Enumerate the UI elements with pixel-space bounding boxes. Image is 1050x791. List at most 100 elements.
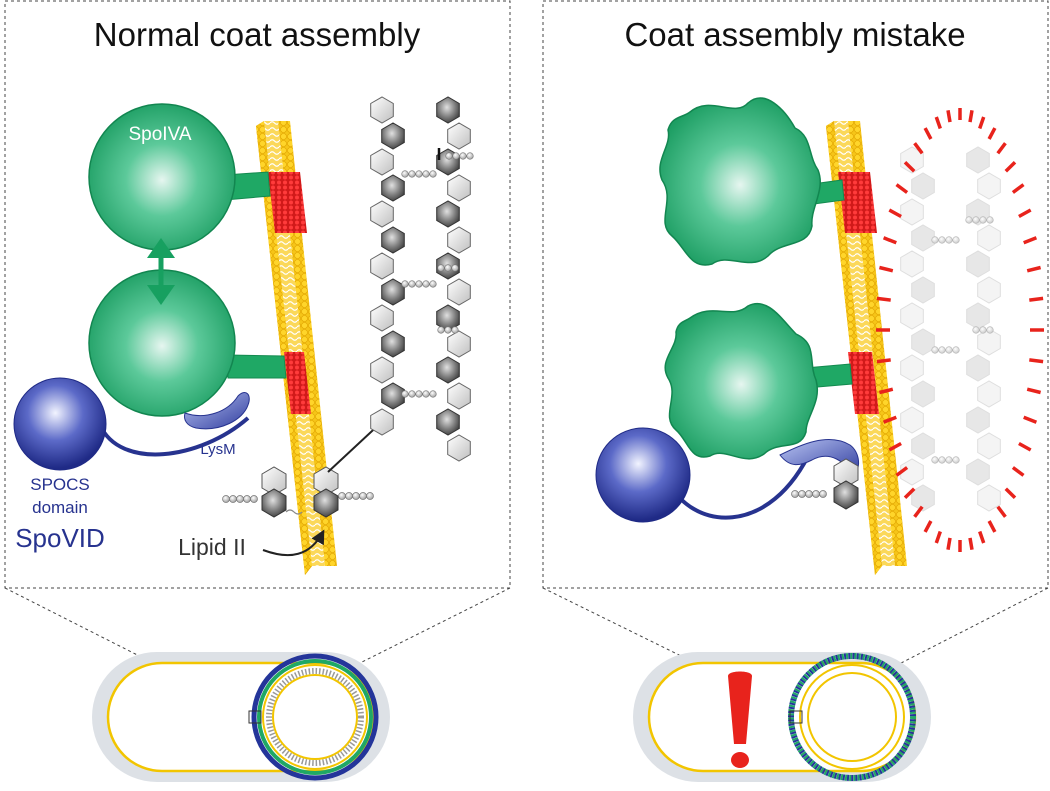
anchor-patch [268,172,307,233]
peptide-bead [415,170,423,178]
glycan-unit [966,146,990,174]
glycan-unit [447,174,471,202]
peptide-bead [952,236,960,244]
glycan-unit [900,458,924,486]
error-mark [934,530,942,544]
peptide-bead [979,326,987,334]
error-mark [882,236,897,245]
glycan-unit [370,96,394,124]
peptide-bead [422,280,430,288]
glycan-unit [436,200,460,228]
peptidoglycan-faded [900,146,1001,512]
glycan-unit [447,434,471,462]
glycan-unit [447,278,471,306]
error-mark [996,142,1007,155]
peptide-bead [986,326,994,334]
glycan-unit [966,458,990,486]
glycan-unit [911,484,935,512]
membrane-left [256,121,337,575]
glycan-unit [977,380,1001,408]
spocs-label-2: domain [32,498,88,517]
peptide-bead [965,216,973,224]
error-mark [1023,236,1038,245]
error-mark [934,116,942,130]
error-mark [888,441,902,452]
error-mark [1004,487,1017,500]
glycan-unit [977,276,1001,304]
panel-title-right: Coat assembly mistake [624,16,965,53]
error-mark [978,530,986,544]
glycan-unit [381,226,405,254]
error-mark [1029,358,1044,364]
error-mark [878,387,894,395]
error-mark [1029,296,1044,302]
glycan-unit [911,328,935,356]
peptide-bead [408,280,416,288]
peptide-bead [931,456,939,464]
glycan-unit [911,432,935,460]
error-mark [882,415,897,424]
spocs-label-1: SPOCS [30,475,90,494]
peptide-bead [408,170,416,178]
glycan-unit [977,484,1001,512]
peptide-bead [979,216,987,224]
glycan-unit [977,224,1001,252]
peptide-bead [931,346,939,354]
error-mark [876,296,891,302]
glycan-unit [900,302,924,330]
glycan-unit [447,122,471,150]
lipid-ii-right [791,458,859,510]
spovid-sphere [13,377,107,471]
error-mark [987,520,997,533]
error-mark [888,208,902,219]
peptide-bead [952,346,960,354]
error-mark [903,160,916,173]
glycan-unit [977,432,1001,460]
error-mark [1004,160,1017,173]
peptide-bead [931,236,939,244]
glycan-unit [370,200,394,228]
peptide-bead [445,152,453,160]
error-mark [913,142,924,155]
peptide-bead [422,390,430,398]
zoom-box [248,710,262,724]
glycan-unit [370,356,394,384]
glycan-unit [977,328,1001,356]
glycan-unit [381,382,405,410]
glycan-unit [381,330,405,358]
exclamation-icon [728,671,752,768]
peptide-bead [938,456,946,464]
peptide-bead [945,456,953,464]
peptide-bead [429,170,437,178]
curved-arrow-icon [262,529,325,557]
spoiva-misfolded-bottom [664,303,819,460]
panel-frame-left [4,0,511,589]
peptide-bead [945,346,953,354]
glycan-unit [447,382,471,410]
glycan-unit [370,408,394,436]
glycan-unit [370,304,394,332]
error-mark [1026,387,1042,395]
spoiva-misfolded-top [659,97,821,266]
error-mark [923,520,933,533]
peptide-bead [408,390,416,398]
error-mark [1026,265,1042,273]
error-mark [1018,441,1032,452]
glycan-unit [900,406,924,434]
peptide-bead [444,326,452,334]
glycan-unit [381,174,405,202]
cell-mistake [633,652,931,782]
glycan-unit [966,302,990,330]
peptide-bead [938,346,946,354]
peptide-bead [437,264,445,272]
peptide-bead [415,280,423,288]
glycan-unit [911,380,935,408]
peptide-bead [429,390,437,398]
peptide-bead [451,264,459,272]
peptide-bead [466,152,474,160]
panel-frame-right [542,0,1049,589]
cell-normal [92,652,390,782]
glycan-unit [911,276,935,304]
lysm-domain [184,392,250,430]
peptide-bead [972,326,980,334]
